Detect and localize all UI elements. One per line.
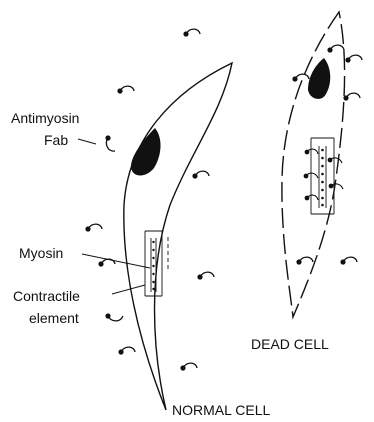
dead-cell-nucleus [308,58,330,99]
contractile-leader [112,285,145,294]
contractile-label-line2: element [29,310,79,326]
dead-cell [282,12,345,317]
normal-cell [124,63,232,410]
contractile-label-line1: Contractile [13,288,80,304]
dead-cell-label: DEAD CELL [251,336,329,352]
dead-cell-membrane [282,12,345,317]
dead-bound-antibodies [306,149,343,200]
dead-myosin-dots [321,149,324,207]
antimyosin-label-line1: Antimyosin [11,110,79,126]
normal-cell-label: NORMAL CELL [172,402,271,418]
antimyosin-label-line2: Fab [44,132,68,148]
normal-cell-membrane [124,63,232,410]
myosin-label: Myosin [19,245,63,261]
myosin-leader [82,254,150,268]
normal-myosin-dots [152,241,154,290]
antimyosin-leader [78,139,96,144]
